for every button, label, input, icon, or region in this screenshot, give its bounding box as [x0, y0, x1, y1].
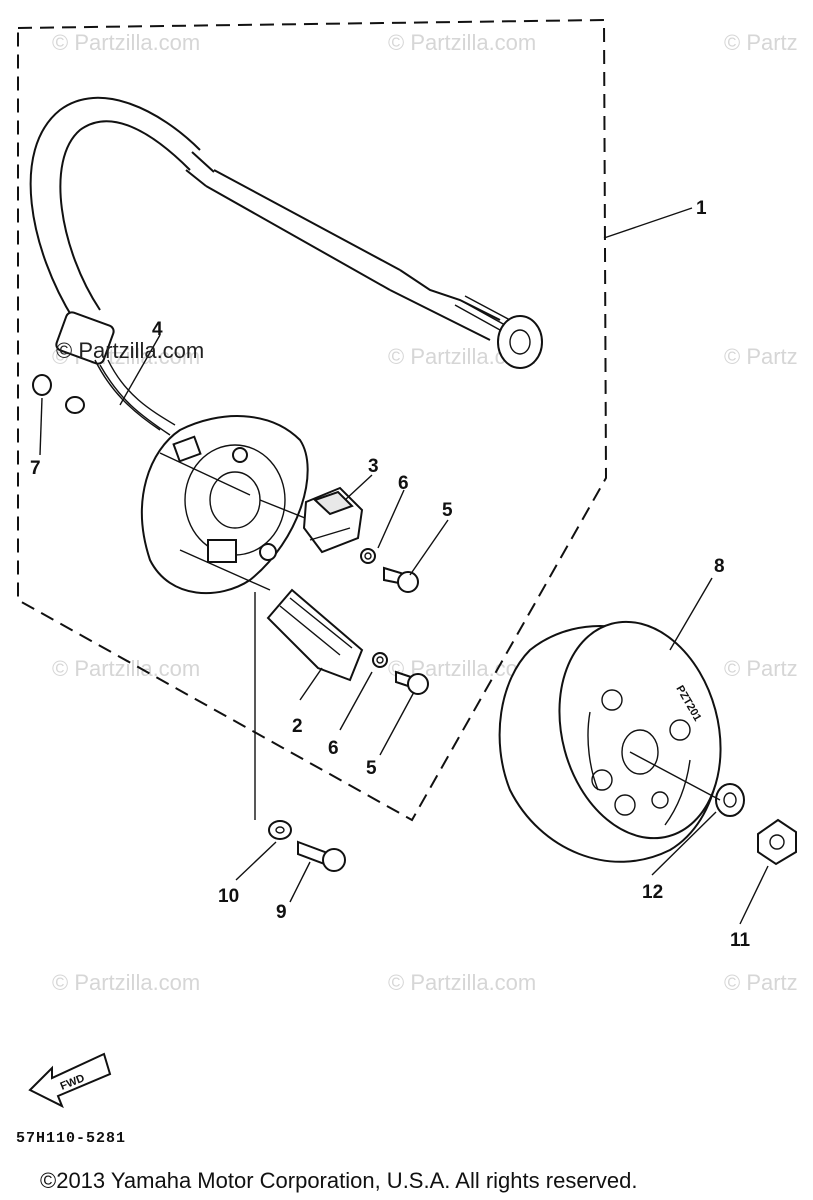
callout-label: 2	[292, 716, 303, 737]
assembly-boundary	[17, 18, 608, 822]
source-coil	[266, 588, 364, 682]
callout-label: 4	[152, 319, 163, 340]
fwd-arrow: FWD	[28, 1052, 112, 1109]
callout-label: 9	[276, 902, 287, 923]
copyright-notice: ©2013 Yamaha Motor Corporation, U.S.A. A…	[40, 1168, 637, 1193]
callout-label: 7	[30, 458, 41, 479]
callout-label: 1	[696, 198, 707, 219]
watermark: © Partz	[724, 656, 798, 681]
callout-label: 10	[218, 886, 239, 907]
watermark: © Partzilla.com	[52, 970, 200, 995]
watermark: © Partz	[724, 30, 798, 55]
watermark: © Partz	[724, 970, 798, 995]
pickup-coil	[302, 486, 364, 554]
callout-label: 11	[730, 930, 751, 951]
diagram-code: 57H110-5281	[16, 1130, 126, 1147]
watermark: © Partzilla.com	[388, 30, 536, 55]
fasteners	[32, 374, 797, 872]
callout-label: 6	[398, 473, 409, 494]
callout-label: 3	[368, 456, 379, 477]
stator-base-plate	[141, 415, 311, 595]
callout-labels: 1 2 3 4 5 5 6 6 7 8 9 10 11 12	[30, 198, 751, 951]
callout-label: 8	[714, 556, 725, 577]
watermark-dark: © Partzilla.com	[56, 338, 204, 363]
callout-label: 12	[642, 882, 663, 903]
flywheel-rotor: PZT201	[498, 620, 722, 863]
leader-lines	[39, 207, 769, 925]
callout-label: 5	[442, 500, 453, 521]
callout-label: 5	[366, 758, 377, 779]
watermark: © Partzilla.com	[388, 970, 536, 995]
wire-harness	[29, 96, 543, 436]
watermark: © Partzilla.com	[52, 30, 200, 55]
watermark: © Partz	[724, 344, 798, 369]
callout-label: 6	[328, 738, 339, 759]
